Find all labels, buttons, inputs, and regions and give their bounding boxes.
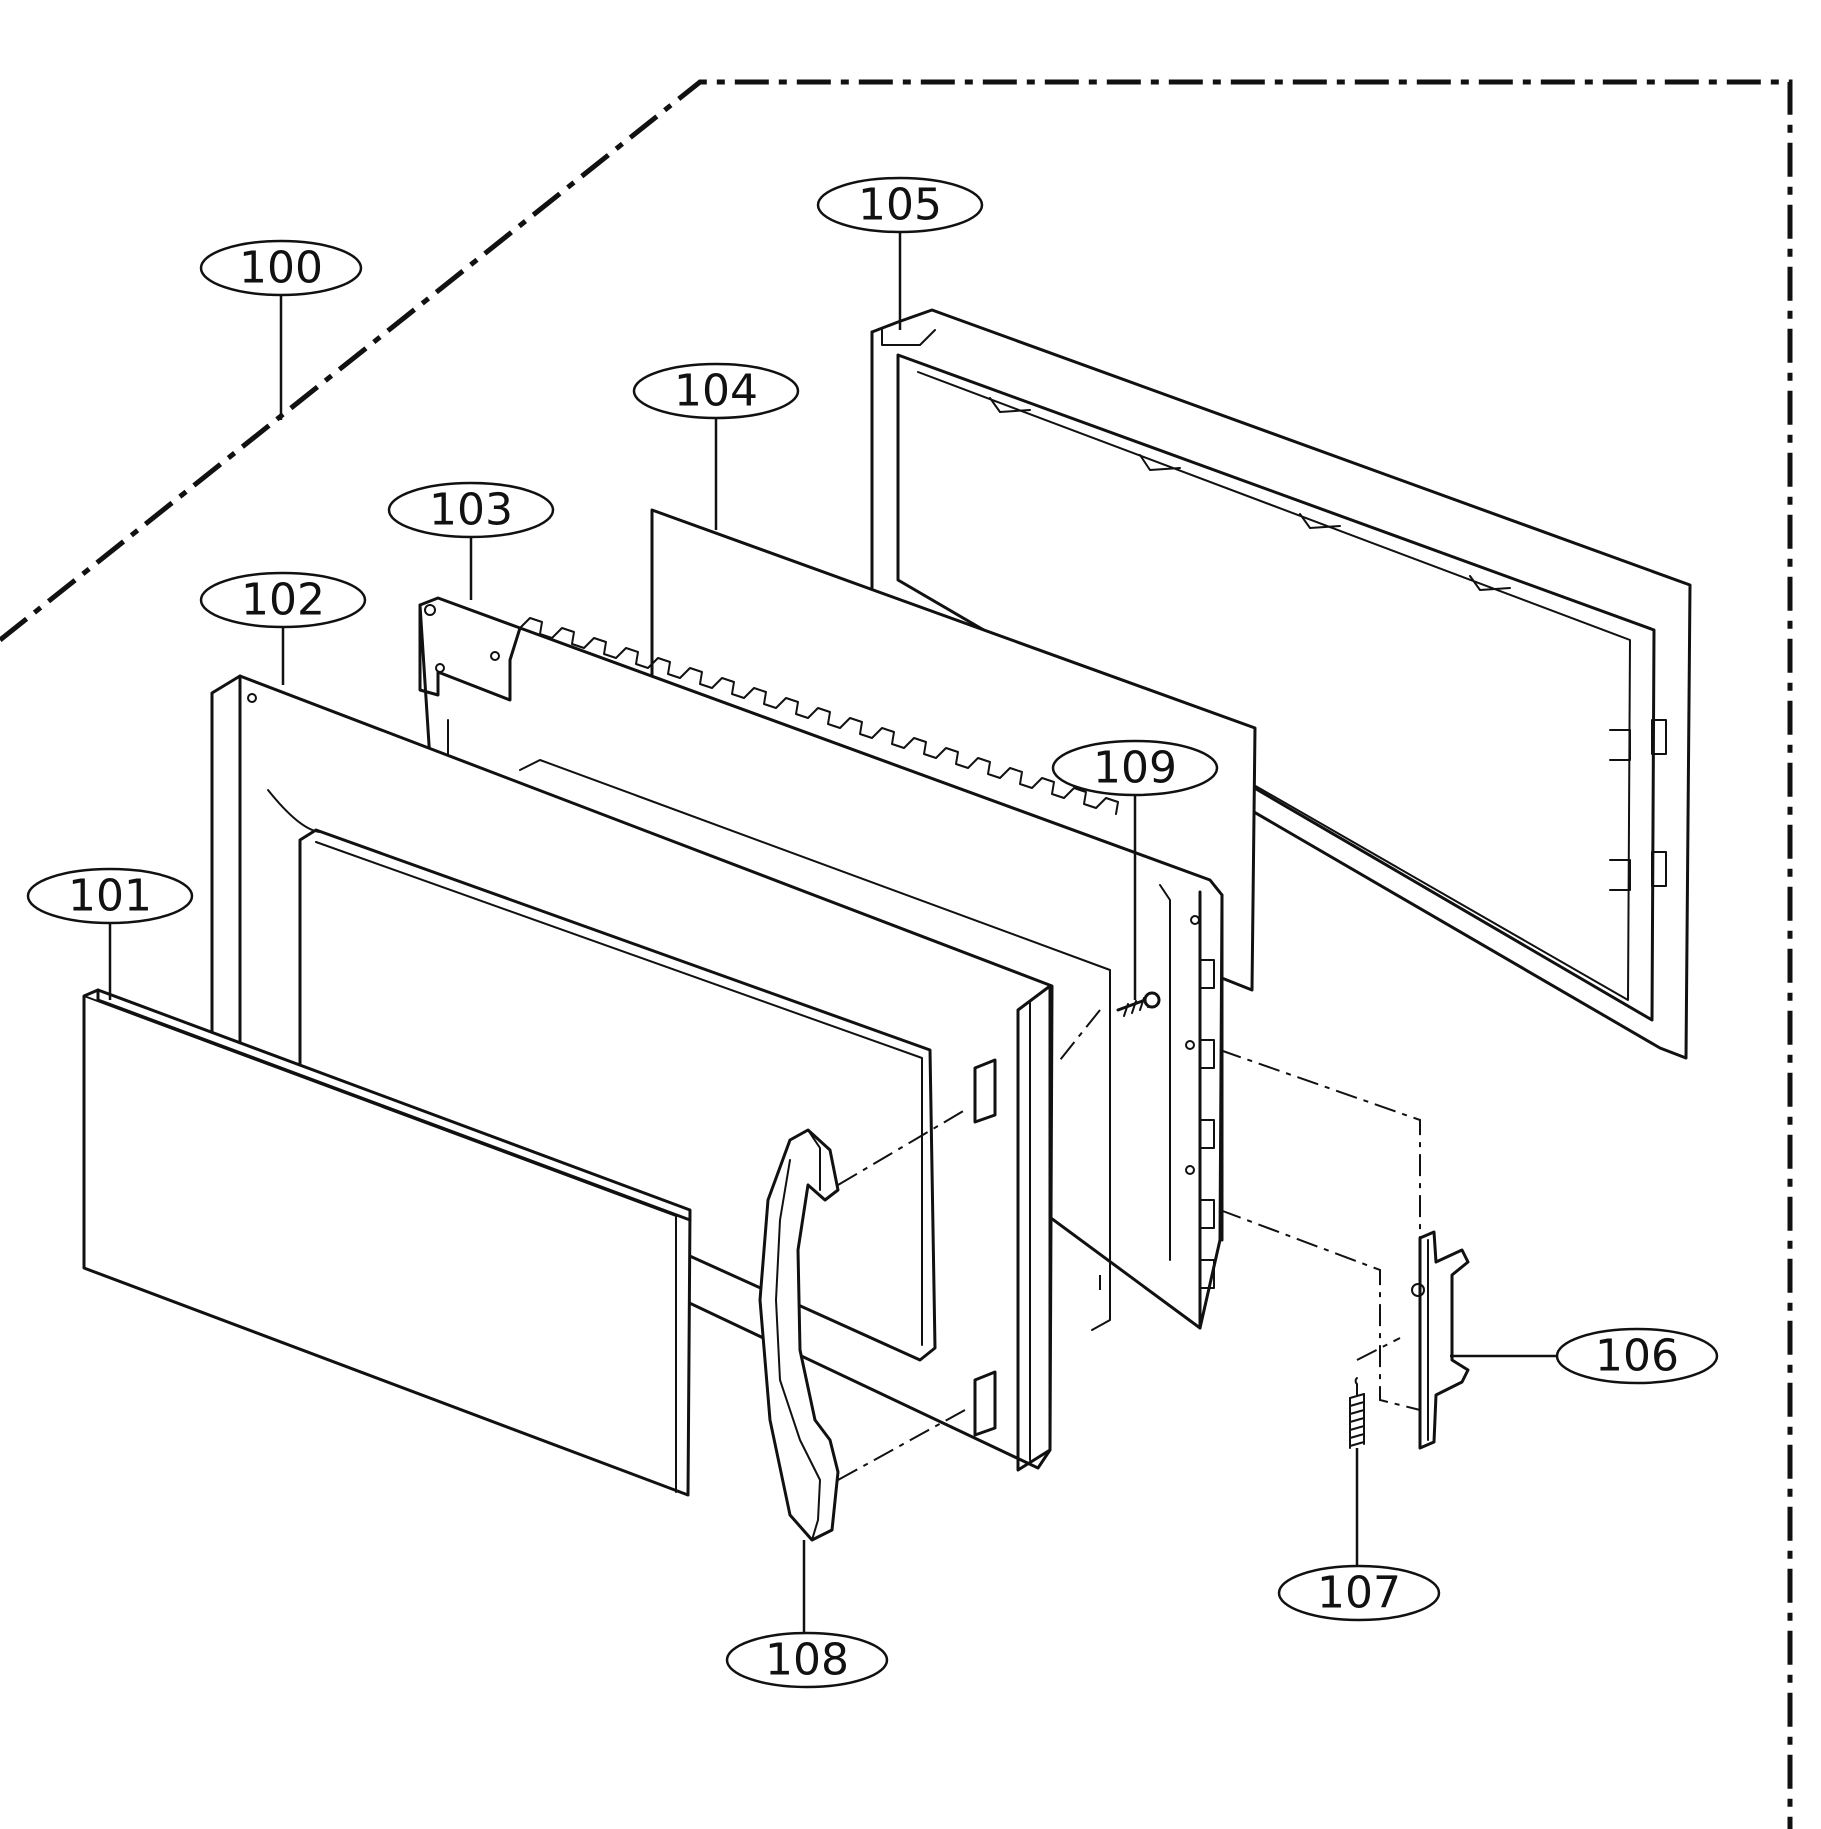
callout-label-104: 104 xyxy=(674,366,758,417)
callout-label-108: 108 xyxy=(765,1635,849,1686)
part-109-screw xyxy=(1116,991,1161,1017)
callout-108: 108 xyxy=(725,1631,889,1689)
assembly-guide-lines xyxy=(837,1009,1421,1481)
callout-103: 103 xyxy=(387,481,555,539)
callout-label-105: 105 xyxy=(858,180,942,231)
callout-102: 102 xyxy=(199,571,367,629)
part-102-door-frame-front xyxy=(210,674,1111,1472)
callout-label-102: 102 xyxy=(241,575,325,626)
part-105-door-frame xyxy=(870,308,1692,1060)
part-101-front-panel xyxy=(82,988,692,1497)
part-108-door-handle xyxy=(758,1128,840,1542)
callout-label-106: 106 xyxy=(1595,1331,1679,1382)
callout-104: 104 xyxy=(632,362,800,420)
callout-101: 101 xyxy=(26,867,194,925)
callout-100: 100 xyxy=(199,239,363,297)
leader-lines xyxy=(108,232,1557,1633)
callout-label-103: 103 xyxy=(429,485,513,536)
callout-label-101: 101 xyxy=(68,871,152,922)
callout-label-100: 100 xyxy=(239,243,323,294)
callout-109: 109 xyxy=(1051,739,1219,797)
callout-107: 107 xyxy=(1277,1564,1441,1622)
callout-106: 106 xyxy=(1555,1327,1719,1385)
assembly-boundary-line xyxy=(0,79,1793,1829)
callout-label-109: 109 xyxy=(1093,743,1177,794)
part-107-spring xyxy=(1349,1377,1365,1449)
callout-label-107: 107 xyxy=(1317,1568,1401,1619)
part-106-latch xyxy=(1411,1230,1470,1450)
callout-105: 105 xyxy=(816,176,984,234)
